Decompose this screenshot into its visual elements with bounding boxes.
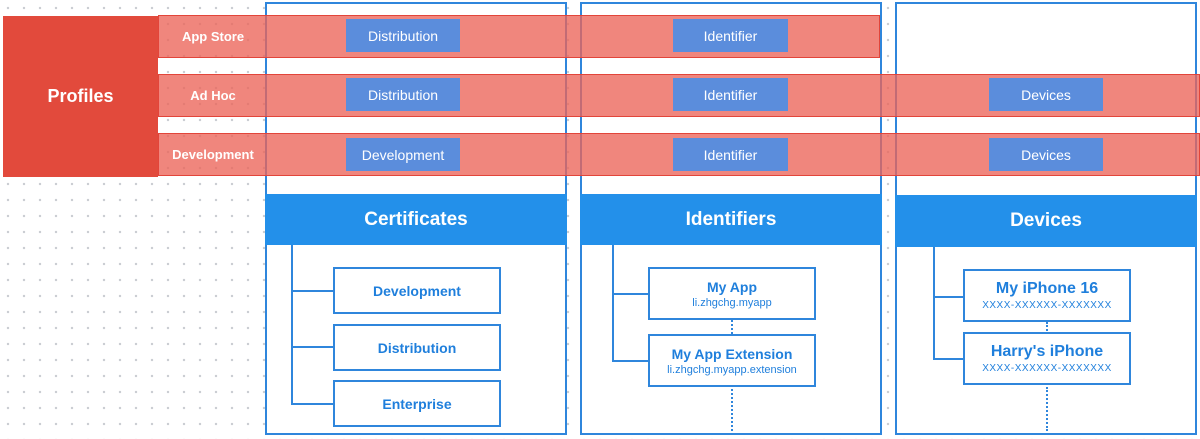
certificate-enterprise[interactable]: Enterprise [333,380,501,427]
certificate-label: Distribution [377,339,457,356]
devices-header: Devices [895,195,1197,247]
tree-connector [933,358,965,360]
continuation-dots [1046,322,1048,334]
device-harrys-iphone[interactable]: Harry's iPhone XXXX-XXXXXX-XXXXXXX [963,332,1131,385]
identifier-name: My App Extension [671,345,793,362]
device-name: My iPhone 16 [995,280,1099,297]
certificate-distribution[interactable]: Distribution [333,324,501,371]
profiles-block: Profiles [3,16,158,177]
tree-connector [291,403,335,405]
device-name: Harry's iPhone [990,343,1104,360]
identifier-pill[interactable]: Identifier [673,78,788,111]
device-udid: XXXX-XXXXXX-XXXXXXX [982,300,1112,311]
tree-connector [612,360,650,362]
identifier-pill[interactable]: Identifier [673,138,788,171]
certificate-label: Enterprise [382,395,452,412]
profile-type-label: Ad Hoc [190,88,236,103]
identifiers-column: Identifiers My App li.zhgchg.myapp My Ap… [580,2,882,435]
certificate-development[interactable]: Development [333,267,501,314]
tree-connector [612,293,650,295]
identifier-bundle-id: li.zhgchg.myapp [692,296,772,309]
certificate-pill[interactable]: Development [346,138,460,171]
identifier-name: My App [706,278,758,295]
profile-type-label: App Store [181,29,245,44]
certificate-pill[interactable]: Distribution [346,78,460,111]
identifier-my-app-extension[interactable]: My App Extension li.zhgchg.myapp.extensi… [648,334,816,387]
identifier-bundle-id: li.zhgchg.myapp.extension [667,363,797,376]
device-udid: XXXX-XXXXXX-XXXXXXX [982,363,1112,374]
continuation-dots [731,389,733,431]
device-my-iphone-16[interactable]: My iPhone 16 XXXX-XXXXXX-XXXXXXX [963,269,1131,322]
identifier-pill[interactable]: Identifier [673,19,788,52]
profile-type-label: Development [172,147,254,162]
tree-connector [612,245,614,362]
tree-connector [291,245,293,405]
certificates-column: Certificates Development Distribution En… [265,2,567,435]
tree-connector [933,296,965,298]
tree-connector [933,247,935,360]
devices-pill[interactable]: Devices [989,78,1103,111]
profiles-label: Profiles [47,86,114,106]
certificate-pill[interactable]: Distribution [346,19,460,52]
identifier-my-app[interactable]: My App li.zhgchg.myapp [648,267,816,320]
certificates-header: Certificates [265,194,567,245]
devices-column: Devices My iPhone 16 XXXX-XXXXXX-XXXXXXX… [895,2,1197,435]
continuation-dots [1046,387,1048,431]
certificate-label: Development [373,282,461,299]
continuation-dots [731,320,733,334]
identifiers-header: Identifiers [580,194,882,245]
tree-connector [291,290,335,292]
tree-connector [291,346,335,348]
devices-pill[interactable]: Devices [989,138,1103,171]
